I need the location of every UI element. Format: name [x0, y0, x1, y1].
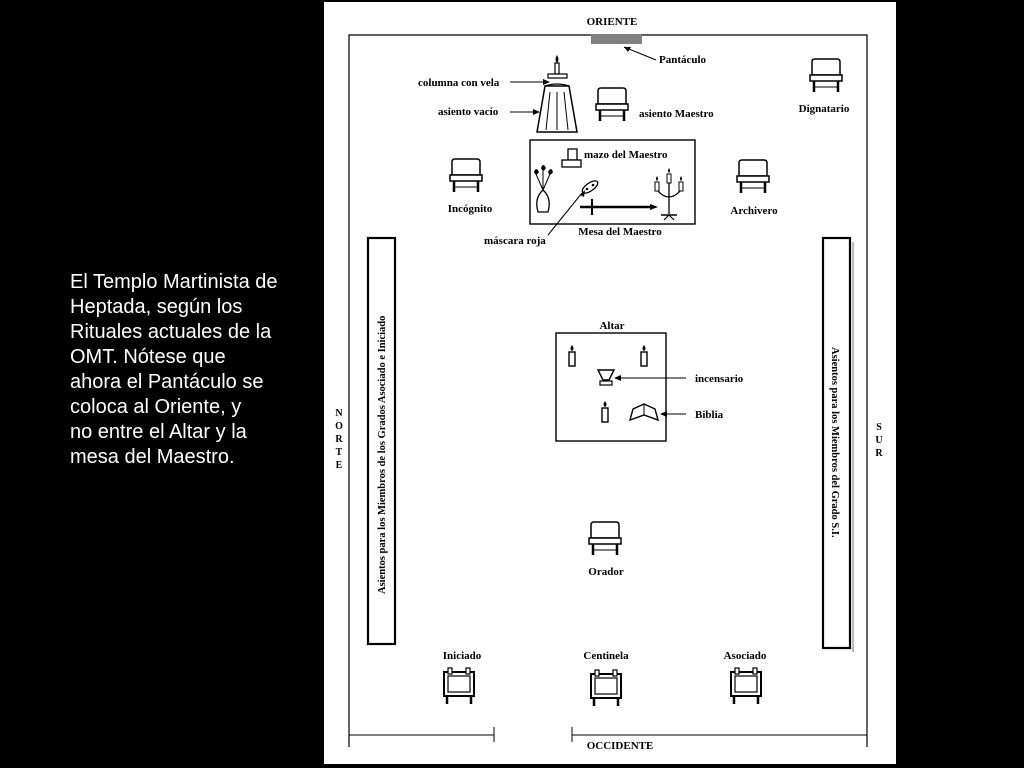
bench-sur-label: Asientos para los Miembros del Grado S.I… — [829, 347, 840, 538]
flower-vase-icon — [534, 165, 553, 213]
sur-letter: S — [876, 422, 882, 433]
pantaculo-label: Pantáculo — [659, 54, 707, 66]
mascara-leader — [547, 192, 583, 236]
bench-norte-label: Asientos para los Miembros de los Grados… — [377, 316, 388, 594]
centinela-label: Centinela — [583, 650, 629, 662]
oriente-label: ORIENTE — [587, 16, 638, 28]
sword-icon — [580, 199, 658, 215]
column-with-candle — [547, 55, 568, 79]
sur-letter: R — [875, 448, 883, 459]
orator-seat-icon — [587, 520, 623, 557]
caption-line: no entre el Altar y la — [70, 421, 247, 443]
sur-label: S U R — [875, 422, 883, 459]
sur-letter: U — [875, 435, 882, 446]
caption-line: OMT. Nótese que — [70, 346, 226, 368]
archivero-label: Archivero — [730, 205, 778, 217]
altar — [555, 332, 667, 442]
asiento-maestro-label: asiento Maestro — [639, 108, 714, 120]
initiate-seat-icon — [442, 666, 476, 706]
altar-label: Altar — [599, 320, 624, 332]
norte-label: N O R T E — [335, 408, 343, 471]
pantaculo-plate — [591, 34, 642, 44]
gavel-icon — [561, 148, 582, 168]
dignitary-seat-icon — [808, 57, 844, 94]
candelabrum-icon — [654, 168, 684, 221]
caption-line: El Templo Martinista de — [70, 271, 278, 293]
empty-seat-covered — [536, 83, 578, 133]
biblia-label: Biblia — [695, 409, 724, 421]
arrowhead — [543, 79, 550, 85]
mascara-label: máscara roja — [484, 235, 546, 247]
red-mask-icon — [581, 180, 599, 194]
temple-plan-sheet: ORIENTE OCCIDENTE N O R T E S U R Pantác… — [324, 2, 896, 764]
bench-norte — [366, 236, 397, 646]
norte-letter: R — [335, 434, 343, 445]
arrowhead — [580, 190, 585, 197]
caption-line: Heptada, según los — [70, 296, 243, 318]
columna-label: columna con vela — [418, 77, 500, 89]
censer-icon — [596, 369, 616, 386]
orador-label: Orador — [588, 566, 624, 578]
dignatario-label: Dignatario — [799, 103, 850, 115]
incensario-label: incensario — [695, 373, 744, 385]
norte-letter: E — [336, 460, 343, 471]
arrowhead — [660, 411, 667, 417]
iniciado-label: Iniciado — [443, 650, 482, 662]
norte-letter: O — [335, 421, 343, 432]
arrowhead — [624, 47, 631, 52]
arrowhead — [614, 375, 621, 381]
caption-line: ahora el Pantáculo se — [70, 371, 264, 393]
temple-plan-diagram: ORIENTE OCCIDENTE N O R T E S U R Pantác… — [335, 16, 883, 752]
caption-line: coloca al Oriente, y — [70, 396, 242, 418]
arrowhead — [533, 109, 540, 115]
archivist-seat-icon — [735, 158, 771, 195]
occidente-label: OCCIDENTE — [587, 740, 654, 752]
incognito-seat-icon — [448, 157, 484, 194]
bible-icon — [628, 403, 660, 422]
asociado-label: Asociado — [724, 650, 767, 662]
norte-letter: T — [336, 447, 343, 458]
mesa-label: Mesa del Maestro — [578, 226, 662, 238]
mazo-label: mazo del Maestro — [584, 149, 668, 161]
sentinel-seat-icon — [589, 668, 623, 708]
norte-letter: N — [335, 408, 343, 419]
bench-sur — [821, 236, 852, 650]
associate-seat-icon — [729, 666, 763, 706]
incognito-label: Incógnito — [448, 203, 493, 215]
master-seat-icon — [594, 86, 630, 123]
caption-line: mesa del Maestro. — [70, 446, 235, 468]
asiento-vacio-label: asiento vacío — [438, 106, 499, 118]
caption-line: Rituales actuales de la — [70, 321, 272, 343]
caption: El Templo Martinista de Heptada, según l… — [70, 270, 320, 470]
